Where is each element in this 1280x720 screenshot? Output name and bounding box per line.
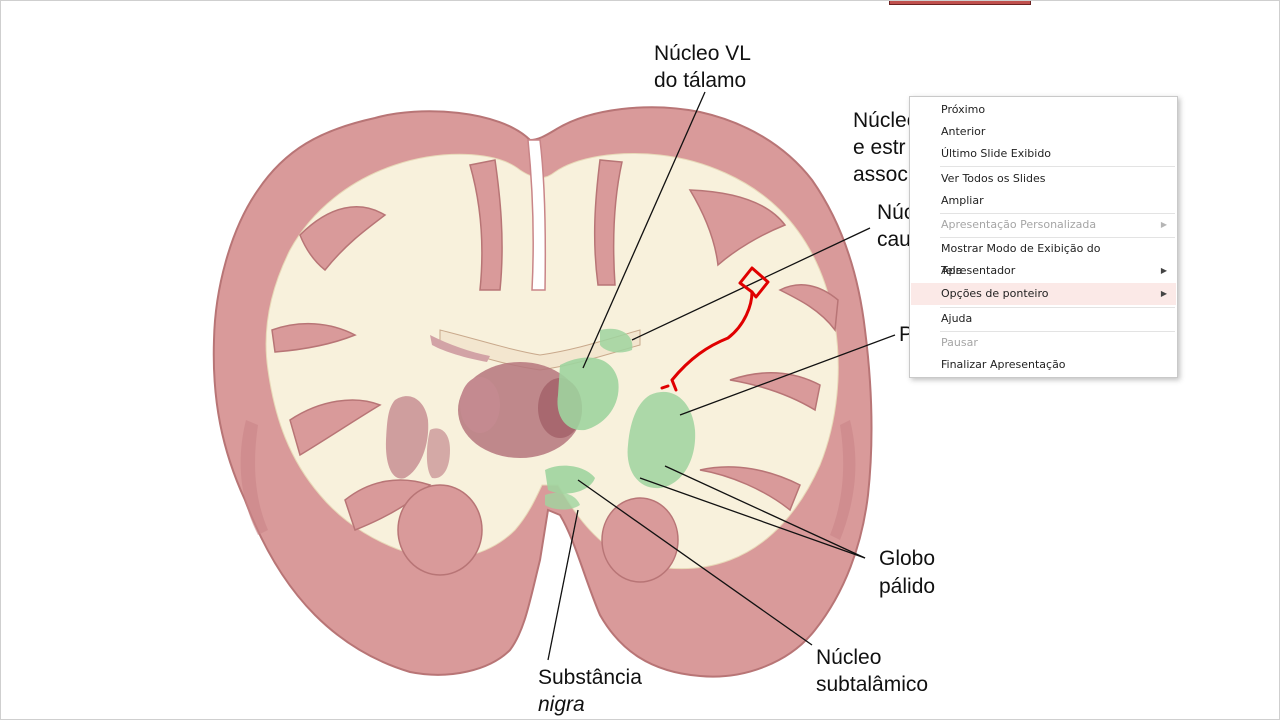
menu-item-end-show[interactable]: Finalizar Apresentação <box>911 354 1176 376</box>
menu-item-last-viewed-label: Último Slide Exibido <box>941 147 1052 160</box>
submenu-arrow-icon: ▶ <box>1160 289 1167 298</box>
label-globus-pallidus-line1: Globo <box>879 547 936 570</box>
label-subthalamic-line2: subtalâmico <box>816 673 929 696</box>
putamen-highlight <box>627 391 696 489</box>
submenu-arrow-icon: ▶ <box>1160 266 1167 275</box>
menu-item-screen-label: Tela <box>941 264 963 277</box>
menu-item-see-all-slides-label: Ver Todos os Slides <box>941 172 1046 185</box>
menu-item-last-viewed[interactable]: Último Slide Exibido <box>911 143 1176 165</box>
vl-nucleus-highlight <box>557 357 619 431</box>
menu-item-presenter-view-label: Mostrar Modo de Exibição do Apresentador <box>941 242 1101 277</box>
menu-separator <box>940 166 1175 167</box>
menu-item-next-label: Próximo <box>941 103 986 116</box>
label-subthalamic-line1: Núcleo <box>816 646 882 669</box>
label-globus-pallidus-line2: pálido <box>879 575 936 598</box>
menu-item-zoom-label: Ampliar <box>941 194 984 207</box>
label-assoc-line2: e estr <box>853 136 906 159</box>
slide-top-tab <box>889 0 1031 5</box>
menu-item-help[interactable]: Ajuda <box>911 308 1176 330</box>
label-substantia-nigra-italic: nigra <box>538 693 585 716</box>
menu-item-end-show-label: Finalizar Apresentação <box>941 358 1066 371</box>
label-caudate-line1: Núc <box>877 201 915 224</box>
menu-item-see-all-slides[interactable]: Ver Todos os Slides <box>911 168 1176 190</box>
menu-item-pause: Pausar <box>911 332 1176 354</box>
menu-item-presenter-view[interactable]: Mostrar Modo de Exibição do Apresentador <box>911 238 1176 277</box>
submenu-arrow-icon: ▶ <box>1160 220 1167 229</box>
menu-item-pointer-options[interactable]: Opções de ponteiro ▶ <box>911 283 1176 305</box>
menu-separator <box>940 213 1175 214</box>
menu-item-screen[interactable]: Tela ▶ <box>911 260 1176 282</box>
label-assoc-line3: assoc <box>853 163 908 186</box>
menu-item-custom-show: Apresentação Personalizada ▶ <box>911 214 1176 236</box>
menu-item-previous-label: Anterior <box>941 125 986 138</box>
label-substantia-nigra-line2: nigra <box>538 691 585 718</box>
menu-item-next[interactable]: Próximo <box>911 99 1176 121</box>
menu-separator <box>940 237 1175 238</box>
pen-annotation <box>660 266 770 392</box>
menu-item-help-label: Ajuda <box>941 312 973 325</box>
label-assoc-line1: Núcleo <box>853 109 919 132</box>
menu-separator <box>940 331 1175 332</box>
label-vl-nucleus-line2: do tálamo <box>654 69 747 92</box>
menu-item-pointer-options-label: Opções de ponteiro <box>941 287 1049 300</box>
label-substantia-nigra-line1: Substância <box>538 666 642 689</box>
label-vl-nucleus-line1: Núcleo VL <box>654 42 751 65</box>
menu-item-previous[interactable]: Anterior <box>911 121 1176 143</box>
slideshow-context-menu: Próximo Anterior Último Slide Exibido Ve… <box>909 96 1178 378</box>
menu-item-zoom[interactable]: Ampliar <box>911 190 1176 212</box>
label-caudate-line2: cau <box>877 228 911 251</box>
menu-separator <box>940 307 1175 308</box>
menu-item-pause-label: Pausar <box>941 336 978 349</box>
menu-item-custom-show-label: Apresentação Personalizada <box>941 218 1097 231</box>
